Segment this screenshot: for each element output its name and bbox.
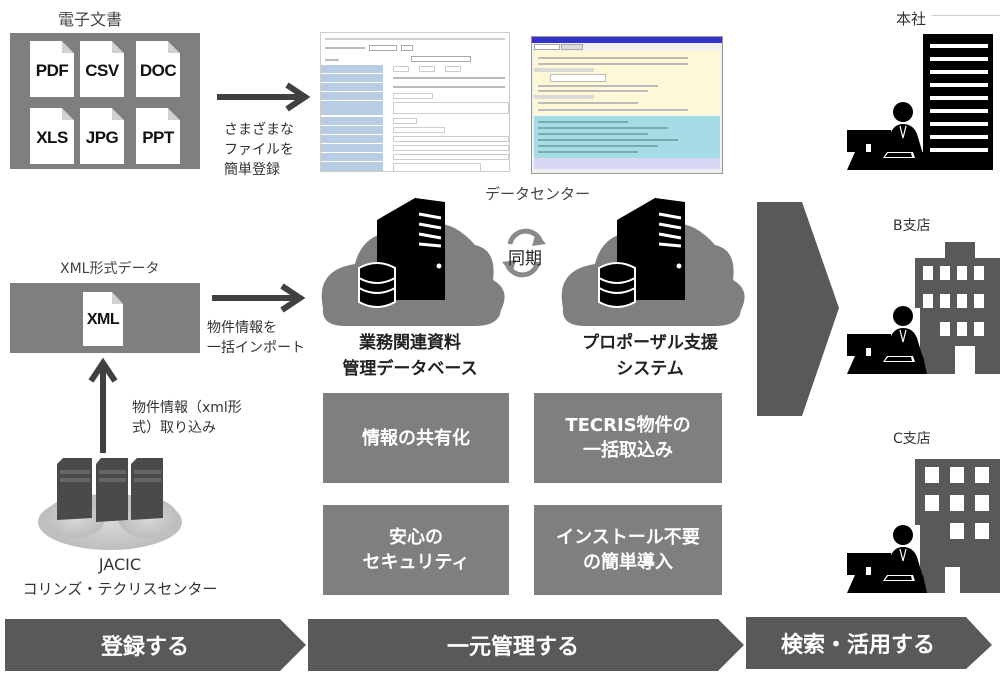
xls-file-icon: XLS <box>30 108 74 164</box>
import-caption: 物件情報を 一括インポート <box>207 320 305 356</box>
register-arrow-icon <box>217 82 311 112</box>
ppt-file-icon: PPT <box>136 108 180 164</box>
proposal-server-cloud-icon <box>561 198 745 326</box>
step-manage-shape <box>308 619 744 671</box>
feature-no-install: インストール不要の簡単導入 <box>534 505 722 595</box>
xml-file-icon: XML <box>83 292 123 346</box>
document-form-screenshot <box>320 32 510 172</box>
divider <box>932 15 1000 16</box>
electronic-docs-panel: PDF CSV DOC XLS JPG PPT <box>10 33 200 169</box>
proposal-system-name: プロポーザル支援 システム <box>582 333 718 379</box>
office-head-label: 本社 <box>896 10 927 28</box>
document-db-system-name: 業務関連資料 管理データベース <box>342 333 478 379</box>
step-register-shape <box>5 619 306 671</box>
feature-security: 安心のセキュリティ <box>323 505 509 595</box>
sync-label: 同期 <box>508 249 542 269</box>
feature-tecris-import: TECRIS物件の一括取込み <box>534 393 722 483</box>
xml-data-title: XML形式データ <box>60 261 160 277</box>
doc-file-icon: DOC <box>136 41 180 97</box>
operator-icon <box>847 525 927 593</box>
csv-file-icon: CSV <box>80 41 124 97</box>
branch-b-building-icon <box>847 242 1000 378</box>
sync-icon <box>502 228 546 278</box>
feature-info-sharing: 情報の共有化 <box>323 393 509 483</box>
proposal-form-screenshot <box>531 36 723 174</box>
import-arrow-icon <box>212 283 306 313</box>
office-b-label: B支店 <box>893 218 931 234</box>
electronic-docs-title: 電子文書 <box>58 10 123 29</box>
xml-data-panel: XML <box>10 283 200 353</box>
operator-icon <box>847 102 927 170</box>
office-c-label: C支店 <box>893 431 931 447</box>
jacic-label: JACIC コリンズ・テクリスセンター <box>22 555 218 598</box>
upload-arrow-icon <box>88 357 118 453</box>
jpg-file-icon: JPG <box>80 108 124 164</box>
branch-c-building-icon <box>847 459 1000 595</box>
document-db-server-cloud-icon <box>321 198 505 326</box>
head-office-building-icon <box>847 34 993 170</box>
jacic-server-cloud-icon <box>38 458 182 550</box>
step-search-shape <box>746 617 992 669</box>
pdf-file-icon: PDF <box>30 41 74 97</box>
register-caption: さまざまな ファイルを 簡単登録 <box>224 122 294 178</box>
step-search-use: 検索・活用する <box>780 633 935 658</box>
step-manage: 一元管理する <box>446 635 579 660</box>
operator-icon <box>847 306 927 374</box>
step-register: 登録する <box>100 635 189 660</box>
distribution-chevron-icon <box>757 202 839 416</box>
upload-caption: 物件情報（xml形 式）取り込み <box>132 400 242 436</box>
steps-background <box>5 617 992 671</box>
data-center-title: データセンター <box>485 185 591 203</box>
